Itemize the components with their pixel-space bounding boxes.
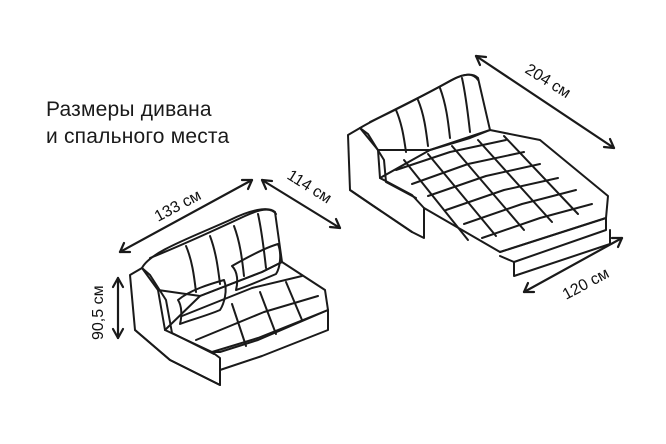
seat-line-a [181, 275, 303, 317]
unfolded-bed [347, 73, 611, 277]
bed-grid-v4 [477, 139, 553, 223]
bed-grid-h4 [445, 177, 559, 211]
title-line-2: и спального места [46, 125, 230, 148]
bed-backrest-seam-3 [439, 87, 451, 139]
bed-grid-h2 [411, 151, 525, 185]
sofa-side-edge [134, 329, 221, 386]
bed-backrest-top [369, 73, 479, 123]
bed-grid-v1 [403, 159, 469, 241]
bed-backrest [359, 73, 491, 151]
bed-base [513, 229, 611, 277]
backrest-seam-1 [185, 245, 197, 293]
seat-line-b [195, 295, 319, 341]
bed-mattress-front [499, 217, 607, 263]
arrow-sofa-depth [260, 178, 342, 230]
diagram-title: Размеры дивана и спального места [46, 96, 229, 150]
arrow-bed-length [474, 54, 616, 150]
bed-grid-h3 [427, 163, 541, 197]
arrow-bed-width [522, 236, 624, 294]
bed-grid-h5 [463, 189, 577, 225]
bed-grid-h1 [395, 139, 507, 171]
folded-sofa [129, 208, 329, 386]
sofa-side-inner [141, 267, 215, 355]
bed-backrest-seam-4 [461, 77, 471, 133]
bed-grid-v3 [451, 145, 525, 231]
label-sofa-depth: 114 см [284, 167, 335, 207]
backrest-seam-3 [233, 225, 245, 277]
bed-grid-h6 [481, 203, 593, 239]
label-sofa-height: 90,5 см [90, 285, 107, 340]
pillow-left [177, 279, 227, 325]
sofa-backrest-top [149, 208, 277, 259]
pillow-right [231, 243, 282, 291]
bed-grid-v5 [503, 135, 579, 215]
sofa-seat-front [211, 309, 329, 371]
dimension-lines [111, 54, 624, 340]
sofa-seat [164, 261, 329, 353]
seat-line-e [285, 281, 303, 321]
seat-line-d [259, 291, 277, 335]
backrest-seam-4 [257, 213, 267, 269]
label-bed-length: 204 см [522, 61, 574, 102]
arrow-sofa-width [118, 178, 254, 254]
label-bed-width: 120 см [560, 265, 612, 304]
bed-grid-v2 [427, 153, 497, 237]
seat-line-c [231, 303, 247, 347]
bed-side-front [349, 189, 413, 233]
title-line-1: Размеры дивана [46, 98, 212, 121]
backrest-seam-2 [209, 235, 221, 285]
bed-backrest-seam-2 [417, 99, 429, 147]
bed-backrest-seam-1 [395, 109, 407, 153]
bed-side-inner [359, 127, 417, 199]
